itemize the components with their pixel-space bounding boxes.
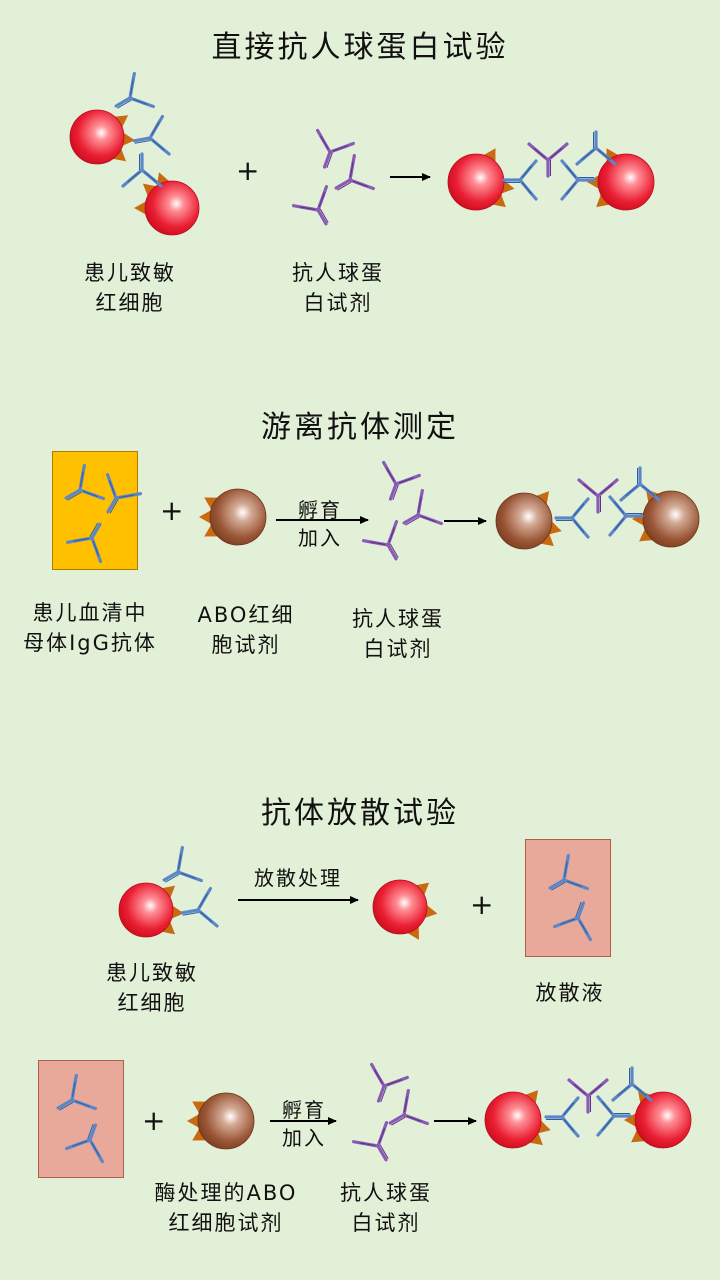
- plus-sign: +: [470, 888, 494, 921]
- patient-antibody: [65, 522, 103, 563]
- red-blood-cell: [134, 172, 200, 236]
- label-sensitized-cells: 患儿致敏 红细胞: [70, 258, 190, 318]
- label-line: ABO红细: [197, 603, 295, 627]
- plus-sign: +: [160, 494, 184, 527]
- abo-reagent-cell: [632, 489, 700, 548]
- label-antiglobulin-reagent: 抗人球蛋 白试剂: [278, 258, 398, 318]
- antigen-spike: [199, 508, 214, 526]
- label-line: 红细胞: [117, 991, 187, 1015]
- red-blood-cell: [624, 1090, 692, 1149]
- patient-antibody: [105, 473, 143, 514]
- antigen-spike: [587, 173, 602, 191]
- label-line: 抗人球蛋: [352, 607, 444, 631]
- patient-antibody: [608, 495, 644, 537]
- antigen-spike: [187, 1112, 202, 1130]
- patient-antibody: [619, 466, 661, 502]
- label-sensitized-cells: 患儿致敏 红细胞: [92, 958, 212, 1018]
- antiglobulin-antibody: [370, 1062, 409, 1103]
- arrow-label-add: 加入: [282, 1126, 326, 1150]
- label-enzyme-abo-reagent: 酶处理的ABO 红细胞试剂: [146, 1178, 306, 1238]
- label-line: 白试剂: [363, 637, 433, 661]
- antiglobulin-antibody: [567, 1078, 609, 1114]
- arrow-label-add: 加入: [298, 526, 342, 550]
- label-line: 患儿致敏: [84, 261, 176, 285]
- abo-reagent-cell: [199, 488, 267, 546]
- patient-antibody: [548, 853, 589, 891]
- label-serum-antibody: 患儿血清中 母体IgG抗体: [20, 598, 160, 658]
- antiglobulin-antibody: [382, 460, 421, 501]
- antiglobulin-antibody: [334, 153, 375, 191]
- title-elution-test: 抗体放散试验: [261, 796, 459, 831]
- red-blood-cell: [587, 148, 655, 211]
- red-blood-cell: [69, 109, 135, 165]
- label-abo-reagent: ABO红细 胞试剂: [186, 600, 306, 660]
- patient-antibody: [553, 901, 592, 942]
- antiglobulin-antibody: [351, 1121, 389, 1162]
- antiglobulin-antibody: [577, 478, 619, 514]
- label-eluate: 放散液: [535, 981, 605, 1005]
- patient-antibody: [554, 497, 590, 539]
- label-line: 红细胞试剂: [168, 1211, 284, 1235]
- antiglobulin-antibody: [316, 128, 355, 169]
- antiglobulin-antibody: [291, 185, 329, 226]
- label-line: 母体IgG抗体: [23, 631, 157, 655]
- arrow-label-elution: 放散处理: [254, 866, 342, 890]
- patient-antibody: [502, 159, 538, 201]
- patient-antibody: [544, 1096, 580, 1138]
- patient-antibody: [56, 1073, 97, 1111]
- label-line: 患儿血清中: [32, 601, 148, 625]
- antiglobulin-antibody: [527, 142, 569, 178]
- antiglobulin-antibody: [361, 520, 399, 561]
- label-antiglobulin-reagent: 抗人球蛋 白试剂: [338, 604, 458, 664]
- label-line: 患儿致敏: [106, 961, 198, 985]
- eluate-box: [38, 1060, 124, 1178]
- red-blood-cell: [372, 879, 438, 940]
- plus-sign: +: [142, 1104, 166, 1137]
- patient-antibody: [64, 463, 105, 501]
- antiglobulin-antibody: [402, 488, 443, 526]
- label-line: 白试剂: [303, 291, 373, 315]
- label-line: 抗人球蛋: [340, 1181, 432, 1205]
- patient-antibody: [560, 159, 596, 201]
- title-direct-coombs: 直接抗人球蛋白试验: [211, 30, 509, 65]
- arrow-label-incubate: 孵育: [298, 498, 342, 522]
- antigen-spike: [134, 200, 149, 216]
- enzyme-abo-cell: [187, 1092, 255, 1150]
- abo-reagent-cell: [495, 491, 562, 550]
- plus-sign: +: [236, 154, 260, 187]
- label-line: 红细胞: [95, 291, 165, 315]
- patient-antibody: [114, 71, 155, 109]
- label-antiglobulin-reagent: 抗人球蛋 白试剂: [326, 1178, 446, 1238]
- patient-antibody: [132, 114, 171, 156]
- patient-antibody: [575, 130, 617, 166]
- patient-antibody: [596, 1095, 632, 1137]
- patient-antibody: [611, 1066, 653, 1102]
- red-blood-cell: [484, 1090, 551, 1149]
- red-blood-cell: [447, 148, 515, 211]
- patient-antibody: [65, 1123, 104, 1164]
- antigen-spike: [624, 1111, 639, 1129]
- patient-antibody: [180, 886, 219, 928]
- red-blood-cell: [118, 882, 184, 938]
- label-line: 白试剂: [351, 1211, 421, 1235]
- title-free-antibody: 游离抗体测定: [261, 410, 459, 445]
- patient-antibody: [162, 845, 203, 883]
- arrow-label-incubate: 孵育: [282, 1098, 326, 1122]
- label-line: 抗人球蛋: [292, 261, 384, 285]
- antiglobulin-antibody: [388, 1088, 429, 1126]
- label-line: 胞试剂: [211, 633, 281, 657]
- patient-antibody: [121, 152, 163, 188]
- label-line: 酶处理的ABO: [154, 1181, 298, 1205]
